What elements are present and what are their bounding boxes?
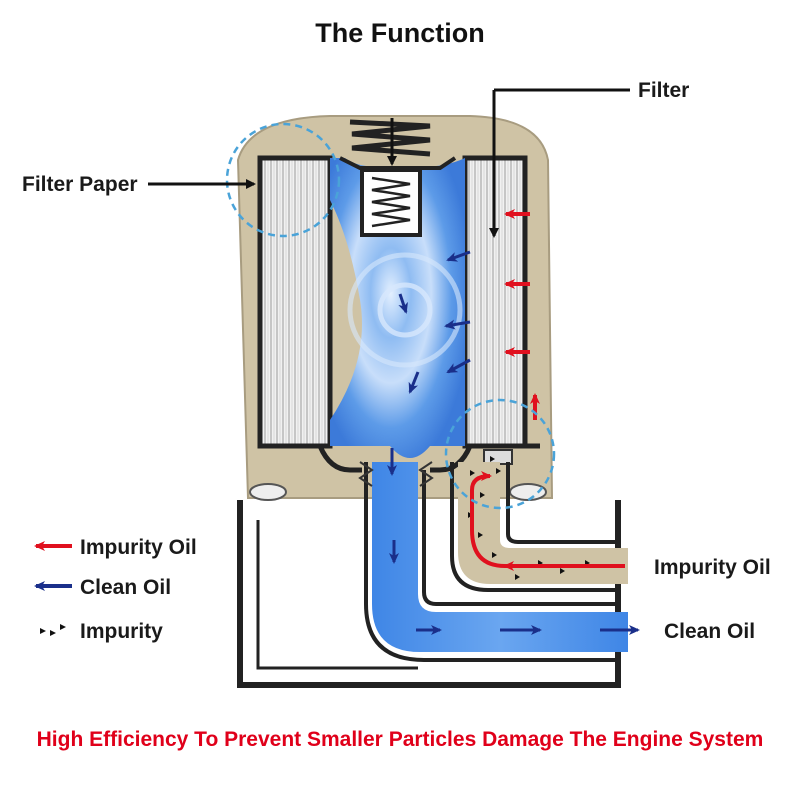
impurity-dots-icon: [40, 624, 66, 636]
relief-valve: [339, 156, 457, 237]
impurity-particles: [468, 456, 590, 580]
footer-tagline: High Efficiency To Prevent Smaller Parti…: [36, 728, 764, 751]
impurity-flow-arrows: [470, 209, 625, 571]
clean-flow-arrows: [387, 250, 640, 635]
legend-icons: [34, 541, 72, 636]
clean-oil-pipe: [372, 462, 628, 652]
impurity-oil-label: Impurity Oil: [654, 556, 771, 579]
legend-impurity: Impurity: [80, 620, 163, 643]
legend-clean-oil: Clean Oil: [80, 576, 172, 599]
impurity-oil-pipe: [458, 462, 628, 584]
filter-paper-highlight: [225, 122, 341, 238]
inlet-highlight: [444, 398, 556, 510]
filter-paper-left: [257, 155, 333, 449]
filter-paper-label: Filter Paper: [22, 173, 138, 196]
engine-block: [237, 500, 621, 688]
diagram-title: The Function: [315, 18, 485, 48]
clean-oil-label: Clean Oil: [664, 620, 756, 643]
filter-label: Filter: [638, 79, 690, 102]
legend-impurity-oil: Impurity Oil: [80, 536, 197, 559]
